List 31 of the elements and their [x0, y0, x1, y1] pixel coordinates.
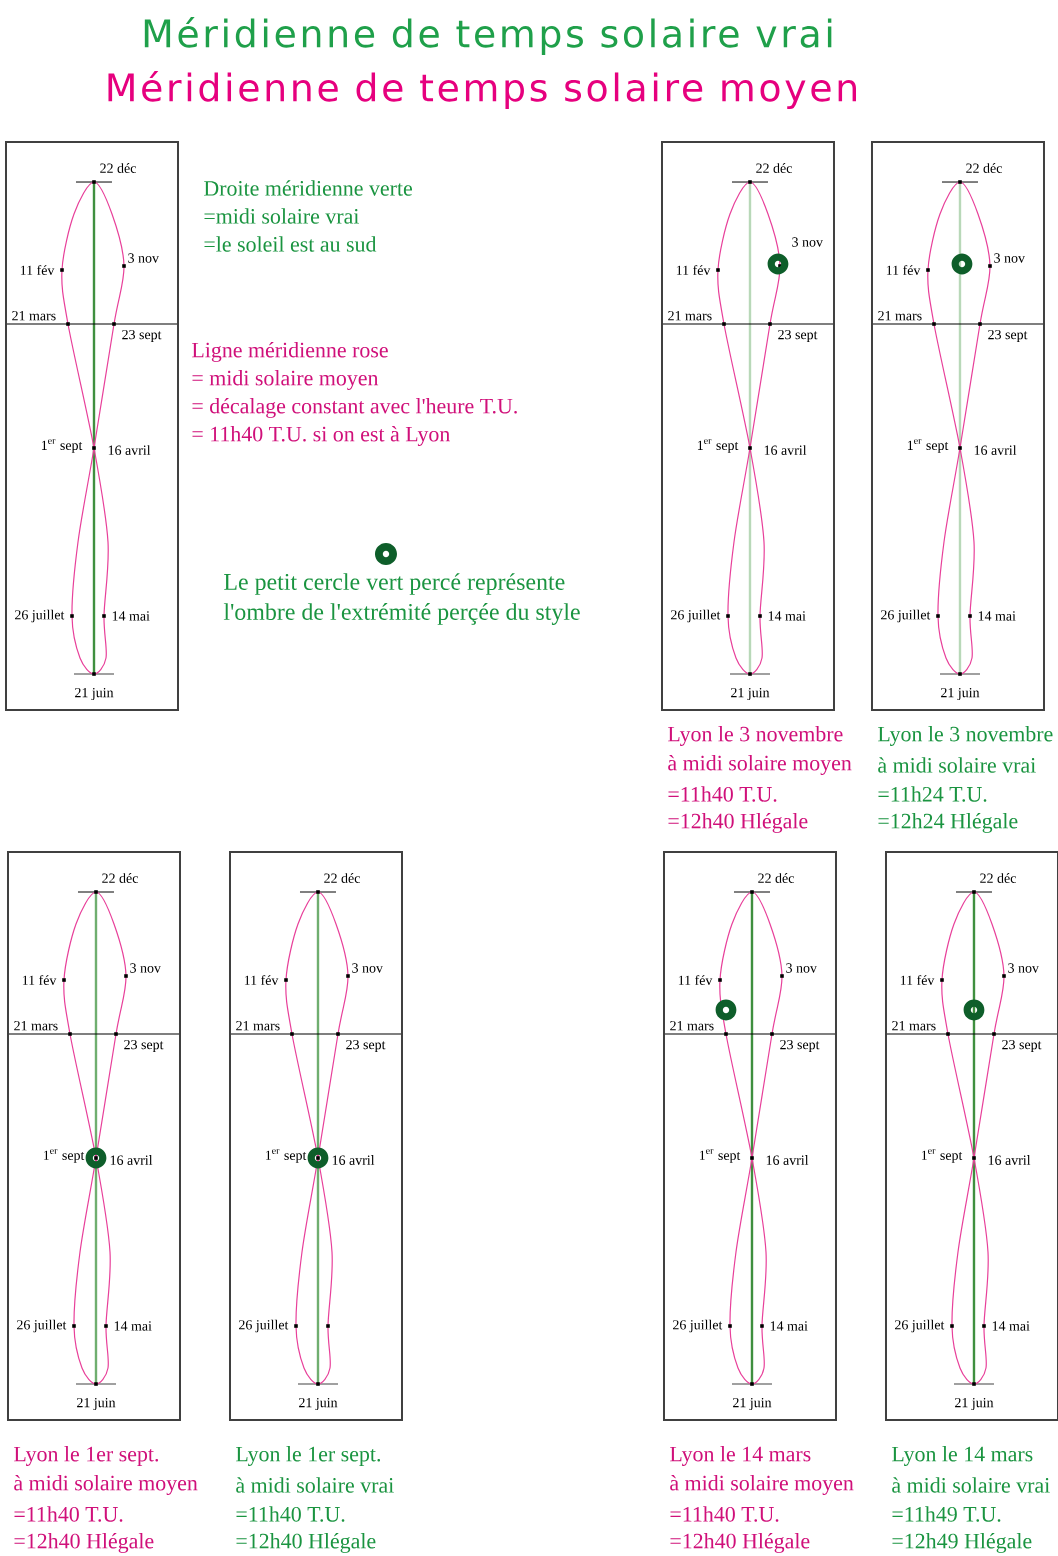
caption-line: à midi solaire vrai — [892, 1477, 1050, 1493]
caption-line: =11h24 T.U. — [878, 786, 987, 802]
subtitle: Méridienne de temps solaire moyen — [108, 70, 856, 110]
note-line: l'ombre de l'extrémité perçée du style — [223, 603, 580, 625]
caption-line: à midi solaire moyen — [668, 755, 852, 775]
caption-line: à midi solaire vrai — [236, 1477, 394, 1493]
caption-line: =12h40 Hlégale — [670, 1533, 810, 1553]
caption-line: Lyon le 14 mars — [670, 1446, 811, 1466]
caption-line: à midi solaire moyen — [14, 1475, 198, 1495]
caption-line: à midi solaire vrai — [878, 757, 1036, 773]
caption-line: Lyon le 3 novembre — [668, 726, 843, 746]
title: Méridienne de temps solaire vrai — [144, 16, 832, 56]
note-line: Le petit cercle vert percé représente — [224, 573, 565, 595]
caption-line: =11h40 T.U. — [668, 786, 777, 802]
caption-line: =11h40 T.U. — [236, 1506, 345, 1522]
caption-line: =12h24 Hlégale — [878, 813, 1018, 833]
caption-line: à midi solaire moyen — [670, 1475, 854, 1495]
note-line: =midi solaire vrai — [204, 208, 359, 224]
caption-line: =11h40 T.U. — [14, 1506, 123, 1522]
caption-line: Lyon le 3 novembre — [878, 726, 1053, 746]
caption-line: =12h40 Hlégale — [236, 1533, 376, 1553]
note-line: =le soleil est au sud — [204, 236, 377, 252]
caption-line: =12h49 Hlégale — [892, 1533, 1032, 1553]
note-line: Droite méridienne verte — [204, 180, 412, 196]
caption-line: =12h40 Hlégale — [668, 813, 808, 833]
caption-line: Lyon le 1er sept. — [14, 1446, 159, 1466]
caption-line: Lyon le 1er sept. — [236, 1446, 381, 1466]
caption-line: =12h40 Hlégale — [14, 1533, 154, 1553]
caption-line: =11h40 T.U. — [670, 1506, 779, 1522]
caption-line: =11h49 T.U. — [892, 1506, 1001, 1522]
caption-line: Lyon le 14 mars — [892, 1446, 1033, 1466]
